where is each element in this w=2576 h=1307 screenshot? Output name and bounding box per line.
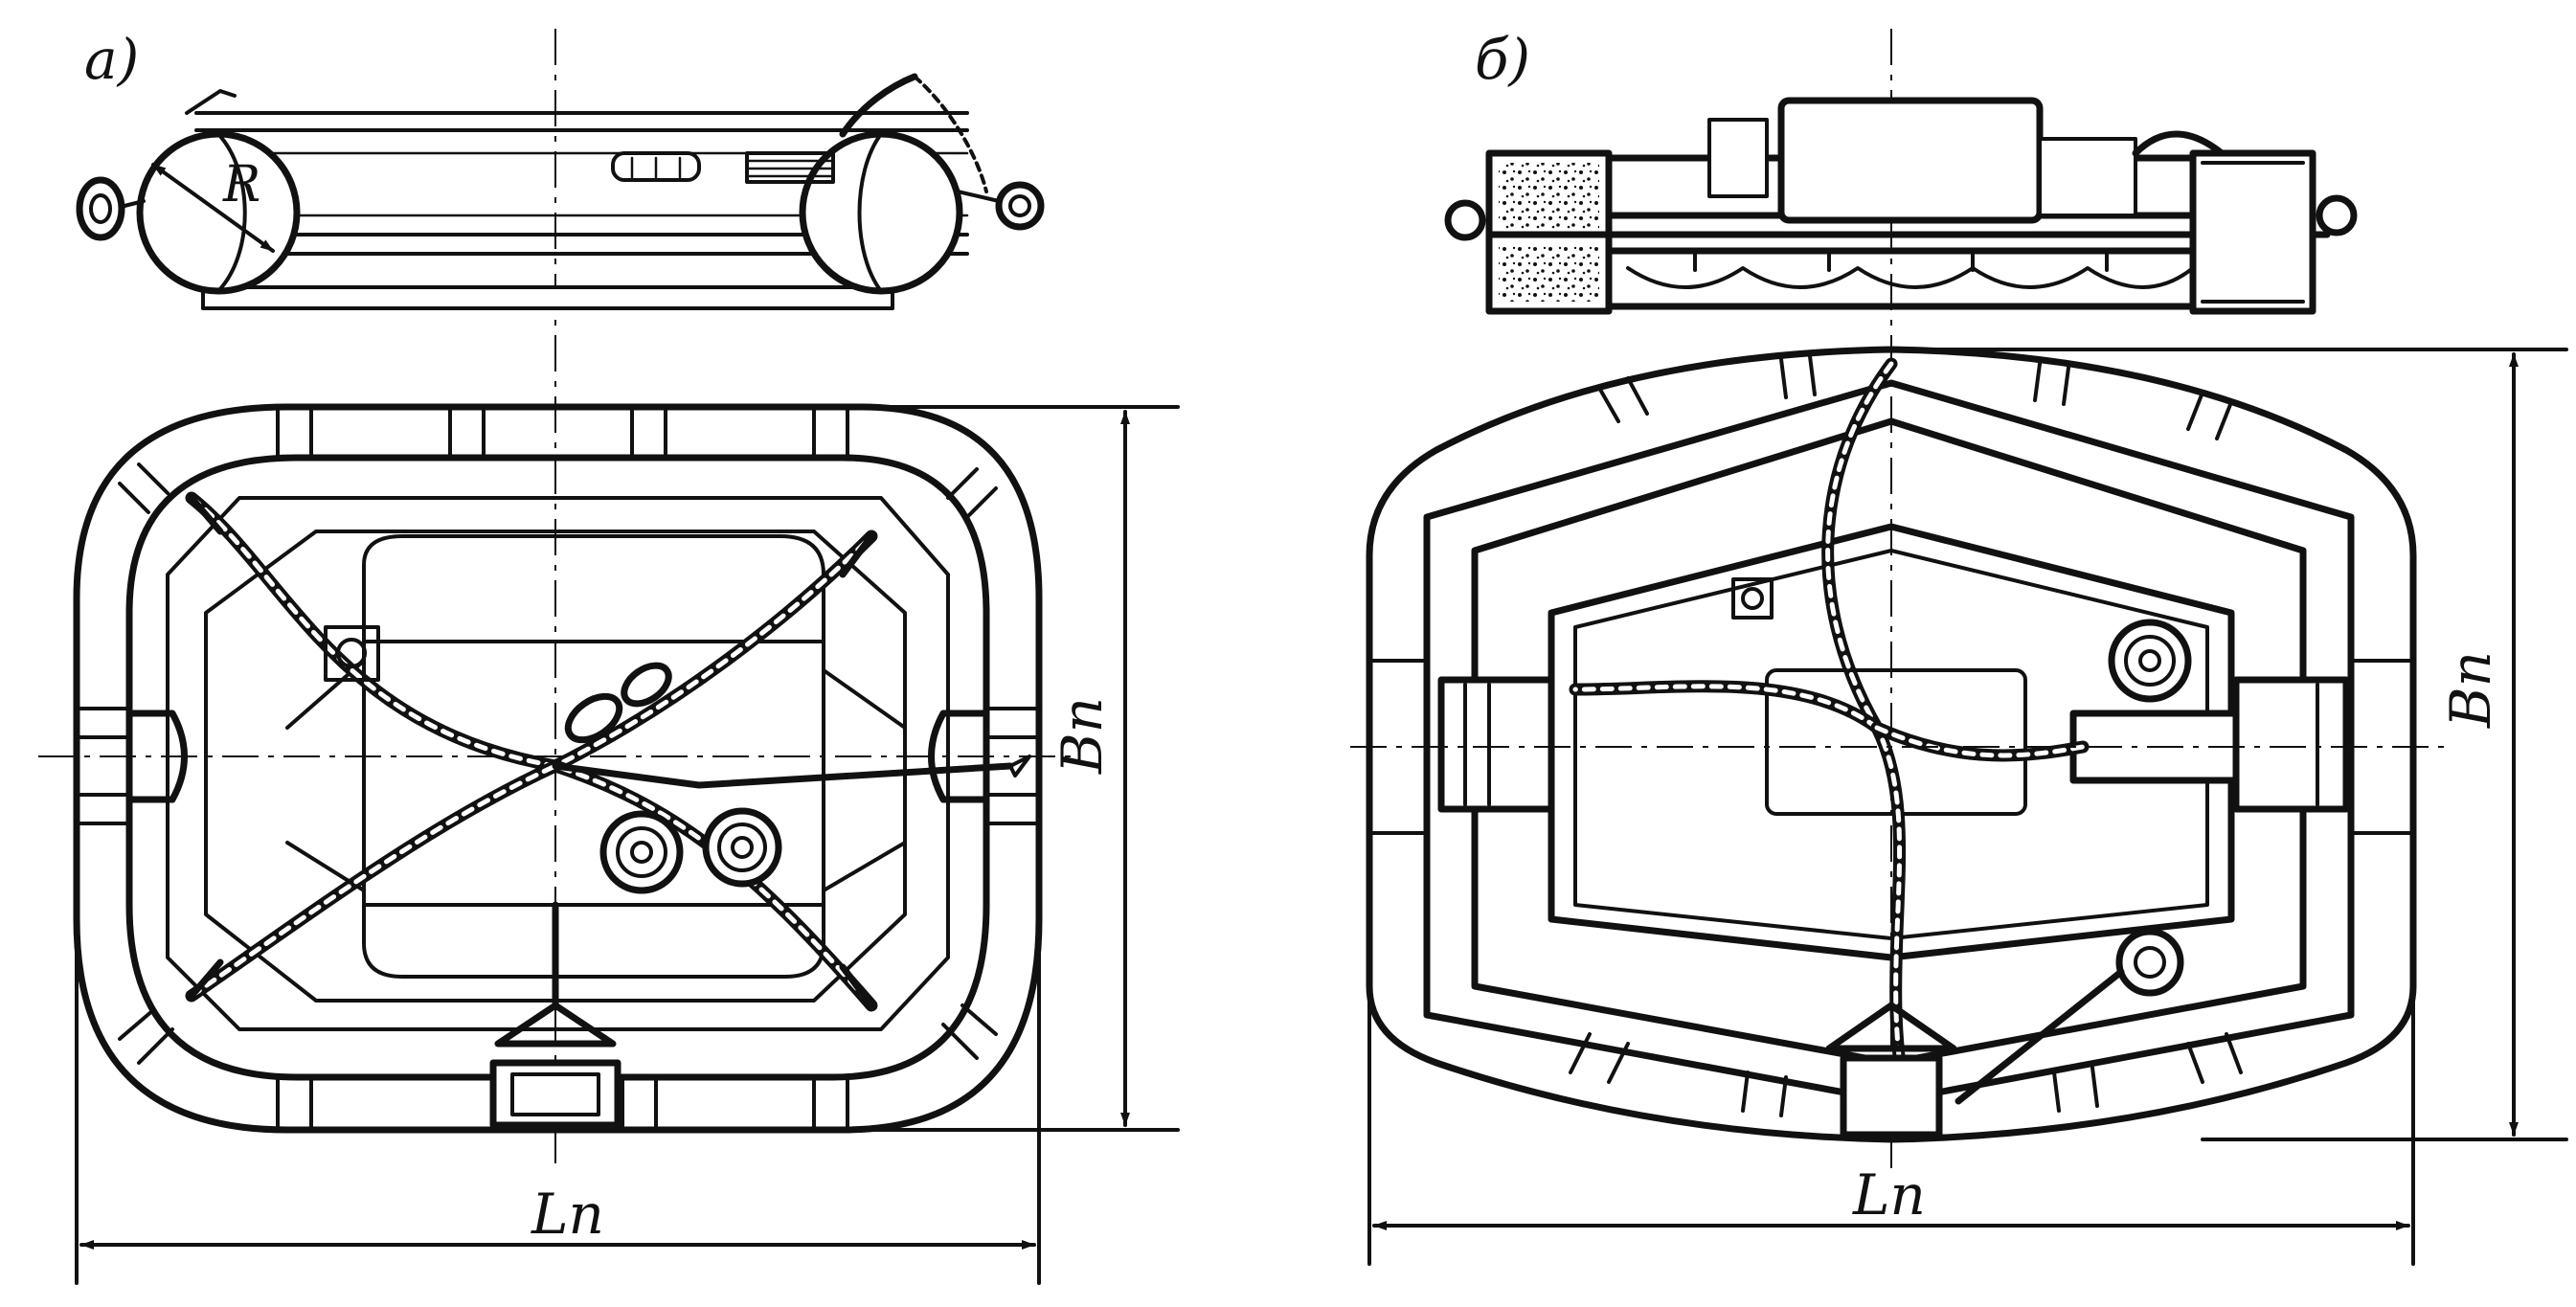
raft-outer-hull <box>73 403 1043 1134</box>
panel-a-side-view: R <box>76 29 1045 1163</box>
panel-a-width-label: Bп <box>1050 697 1115 775</box>
panel-b-side-view <box>1444 97 2358 315</box>
chain-link <box>564 692 623 744</box>
panel-b-plan-view: Lп Bп <box>1350 346 2568 1266</box>
lamp-box <box>324 625 380 682</box>
left-ring <box>76 176 125 241</box>
panel-a-label: а) <box>84 27 139 92</box>
raft-outer-hull-b <box>1366 346 2417 1143</box>
rope-coil-b <box>2108 619 2192 703</box>
boarding-entrance <box>1437 676 1555 813</box>
right-buoyancy-tube <box>2189 149 2316 315</box>
panel-b-width-label: Bп <box>2438 651 2503 729</box>
drogue-coil <box>599 810 684 894</box>
right-coil <box>995 181 1045 231</box>
panel-a-plan-view: Lп Bп <box>38 403 1180 1285</box>
rope-coil <box>702 807 782 888</box>
panel-b-label: б) <box>1475 27 1530 92</box>
container-box <box>1777 97 2044 224</box>
panel-a: а) R <box>38 27 1180 1285</box>
panel-a-length-label: Lп <box>531 1182 604 1247</box>
right-float-circle <box>799 130 963 295</box>
panel-b-length-label: Lп <box>1852 1162 1926 1228</box>
panel-b: б) <box>1350 27 2568 1266</box>
radius-label: R <box>222 156 260 214</box>
